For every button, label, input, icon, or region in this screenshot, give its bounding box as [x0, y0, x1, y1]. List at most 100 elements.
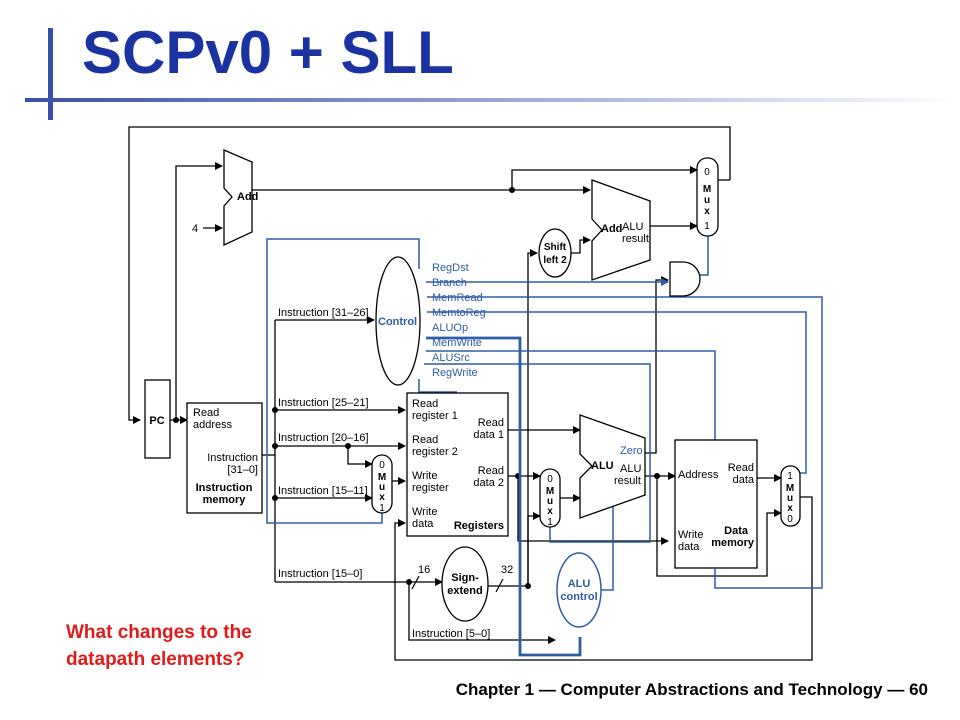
reg-rd1-b: data 1 [473, 429, 504, 441]
reg-wd-b: data [412, 518, 434, 530]
memtoreg-mux-1: 1 [787, 471, 793, 482]
control-wires [266, 232, 823, 591]
alu [579, 414, 646, 519]
field-25-21: Instruction [25–21] [278, 397, 369, 409]
imem-read-2: address [193, 419, 233, 431]
alu-name: ALU [591, 460, 614, 472]
alusrc-mux-x: x [547, 506, 553, 517]
signal-alusrc: ALUSrc [432, 352, 470, 364]
instruction-memory [186, 402, 263, 514]
alu-zero: Zero [620, 445, 643, 457]
aluop-wire [426, 336, 582, 657]
signal-memtoreg: MemtoReg [432, 307, 486, 319]
reg-wd-a: Write [412, 506, 437, 518]
footer-text: Chapter 1 — Computer Abstractions and Te… [455, 680, 928, 699]
memtoreg-mux-u: u [787, 493, 793, 504]
field-31-26: Instruction [31–26] [278, 307, 369, 319]
control-label: Control [378, 316, 417, 328]
dmem-wd-2: data [678, 541, 700, 553]
memtoreg-mux [780, 465, 801, 527]
shift-label-2: left 2 [543, 255, 567, 266]
reg-rr1-a: Read [412, 398, 438, 410]
pc-mux-x: x [704, 206, 710, 217]
constant-four: 4 [192, 223, 198, 235]
dmem-addr: Address [678, 469, 719, 481]
pc-register [144, 379, 171, 459]
regdst-mux-x: x [379, 492, 385, 503]
pc-mux-0: 0 [704, 167, 710, 178]
alusrc-mux-u: u [547, 496, 553, 507]
reg-name: Registers [454, 520, 504, 532]
aluctl-label-1: ALU [568, 578, 591, 590]
alu-res-1: ALU [620, 463, 641, 475]
signal-regwrite: RegWrite [432, 367, 478, 379]
signal-branch: Branch [432, 277, 467, 289]
pc-adder-label: Add [237, 191, 258, 203]
dmem-rd-2: data [733, 474, 755, 486]
dmem-name-1: Data [724, 525, 749, 537]
imem-instr-1: Instruction [207, 452, 258, 464]
bus-width-ticks [411, 575, 504, 593]
reg-rr1-b: register 1 [412, 410, 458, 422]
question-text: What changes to the datapath elements? [66, 619, 252, 673]
regdst-mux [371, 454, 393, 514]
sign-label-1: Sign- [451, 572, 479, 584]
branch-and-gate [669, 261, 701, 297]
signal-memwrite: MemWrite [432, 337, 482, 349]
reg-wr-b: register [412, 482, 449, 494]
imem-name-2: memory [203, 494, 247, 506]
reg-rd2-a: Read [478, 465, 504, 477]
signal-aluop: ALUOp [432, 322, 468, 334]
regdst-mux-u: u [379, 482, 385, 493]
regdst-mux-m: M [378, 472, 386, 483]
aluctl-label-2: control [560, 591, 597, 603]
pc-source-mux [696, 157, 719, 237]
field-15-0: Instruction [15–0] [278, 568, 362, 580]
title-accent-bar [48, 28, 53, 120]
question-line-1: What changes to the [66, 622, 252, 643]
control-unit [375, 256, 421, 386]
slide-title: SCPv0 + SLL [82, 19, 454, 86]
imem-read-1: Read [193, 407, 219, 419]
reg-rd2-b: data 2 [473, 477, 504, 489]
branch-adder-result-1: ALU [622, 221, 643, 233]
alu-control [556, 552, 602, 628]
dmem-name-2: memory [711, 537, 755, 549]
bits-32: 32 [501, 564, 513, 576]
sign-extend [441, 546, 489, 622]
register-file [406, 392, 509, 537]
pc-label: PC [149, 415, 164, 427]
pc-mux-u: u [704, 195, 710, 206]
question-line-2: datapath elements? [66, 649, 245, 670]
memtoreg-mux-m: M [786, 483, 794, 494]
shift-left-2 [538, 228, 572, 278]
bits-16: 16 [418, 564, 430, 576]
regdst-mux-0: 0 [379, 460, 385, 471]
pc-mux-1: 1 [704, 221, 710, 232]
dmem-rd-1: Read [728, 462, 754, 474]
alusrc-mux-0: 0 [547, 474, 553, 485]
memtoreg-mux-x: x [787, 503, 793, 514]
branch-adder-label: Add [601, 223, 622, 235]
branch-adder [591, 179, 651, 281]
field-20-16: Instruction [20–16] [278, 432, 369, 444]
data-wires [128, 126, 813, 661]
title-underline [25, 98, 960, 102]
branch-adder-result-2: result [622, 233, 649, 245]
alusrc-mux-m: M [546, 486, 554, 497]
alusrc-mux-1: 1 [547, 517, 553, 528]
reg-rr2-b: register 2 [412, 446, 458, 458]
reg-rr2-a: Read [412, 434, 438, 446]
dmem-wd-1: Write [678, 529, 703, 541]
field-5-0: Instruction [5–0] [412, 628, 490, 640]
imem-instr-2: [31–0] [227, 464, 258, 476]
regdst-mux-1: 1 [379, 503, 385, 514]
instruction-field-labels: Instruction [31–26] Instruction [25–21] … [278, 307, 490, 640]
signal-regdst: RegDst [432, 262, 469, 274]
alusrc-mux [539, 468, 561, 528]
field-15-11: Instruction [15–11] [278, 485, 368, 497]
data-memory [674, 439, 758, 569]
signal-memread: MemRead [432, 292, 483, 304]
memtoreg-mux-0: 0 [787, 514, 793, 525]
